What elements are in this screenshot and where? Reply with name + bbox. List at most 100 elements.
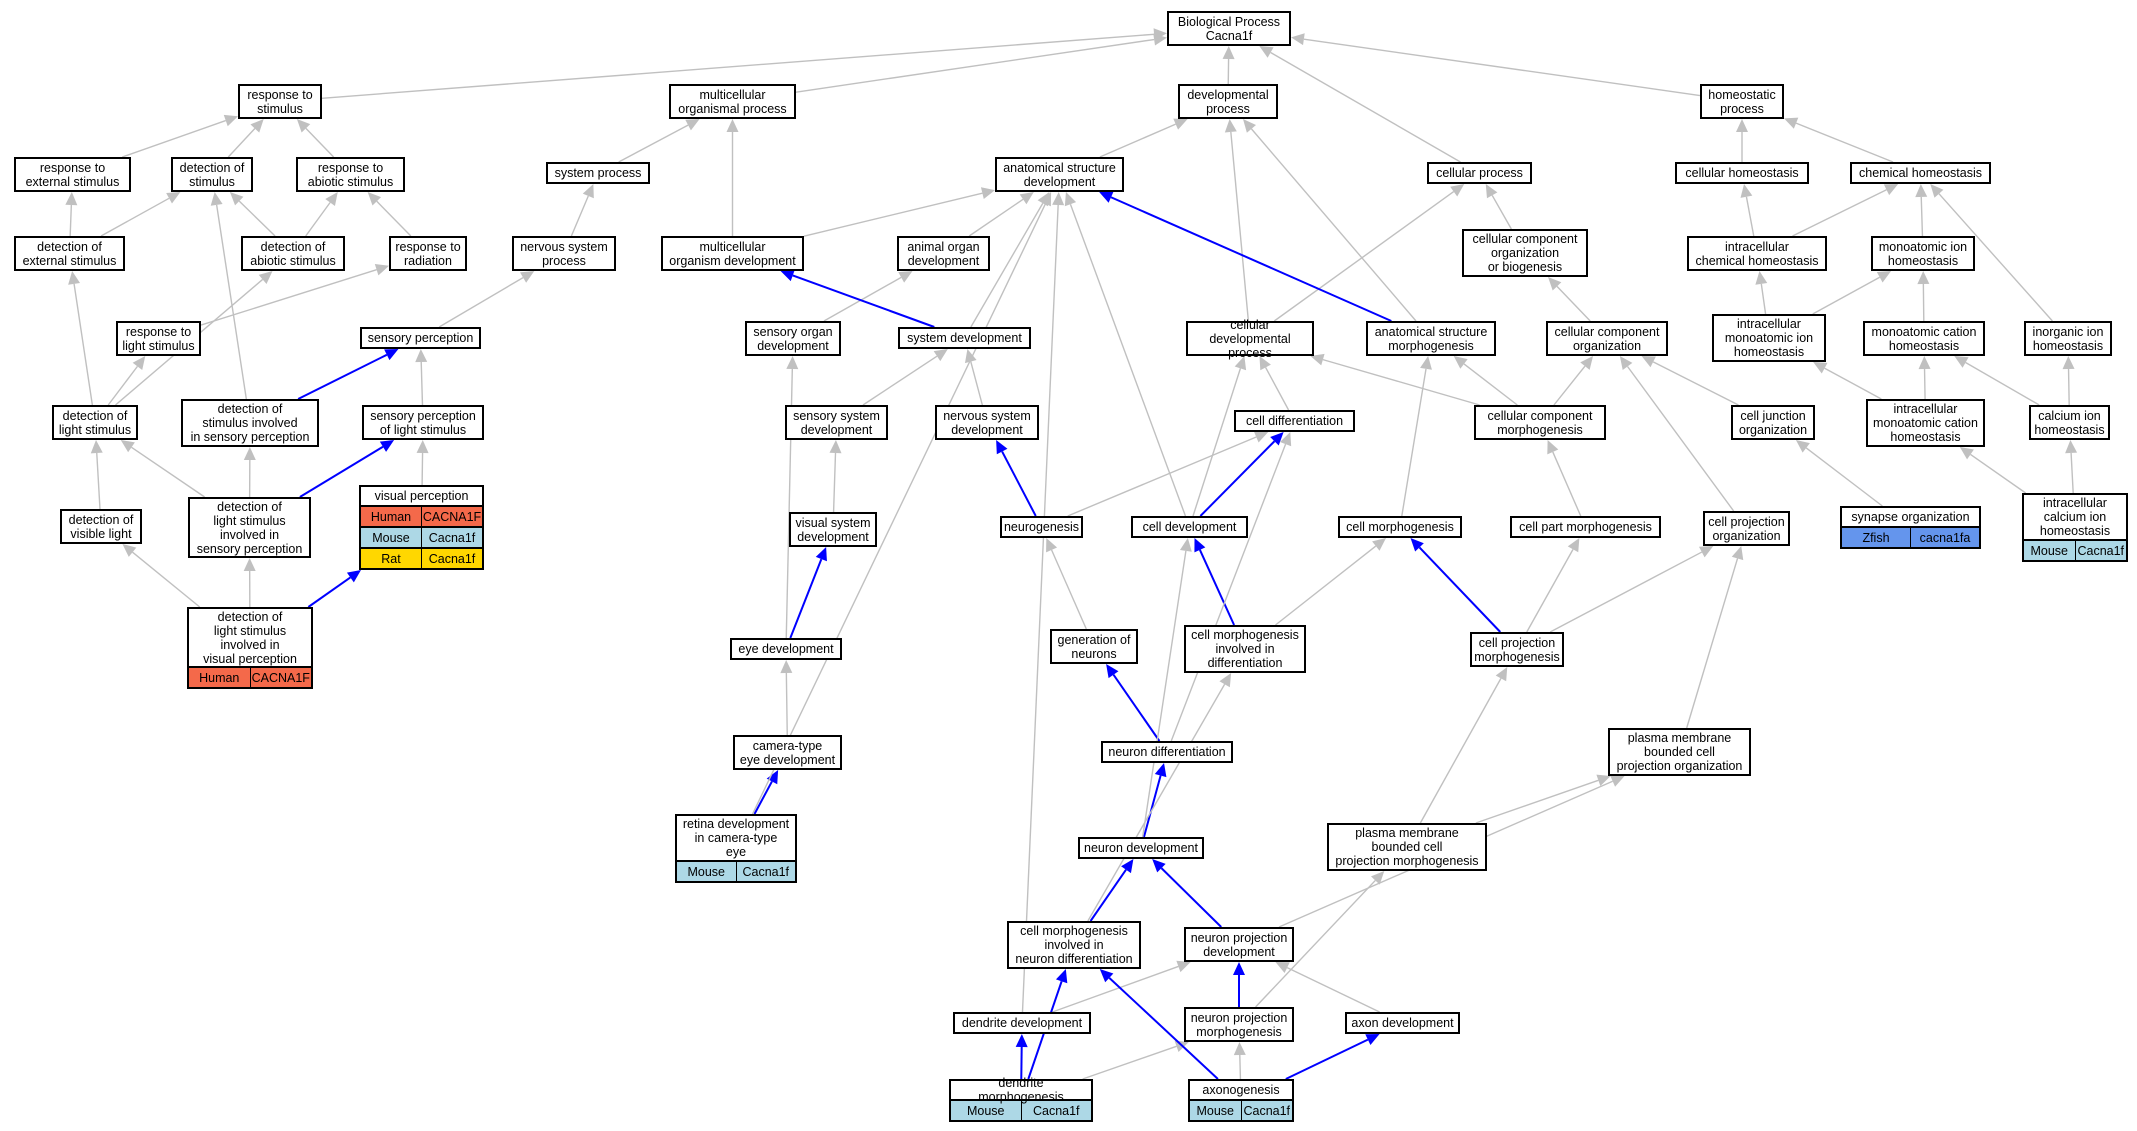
go-term-det-abio[interactable]: detection of abiotic stimulus — [241, 236, 345, 271]
ortholog-gene[interactable]: CACNA1F — [249, 668, 312, 687]
go-term-det-light[interactable]: detection of light stimulus — [52, 405, 138, 440]
go-term-label: sensory system development — [785, 405, 888, 440]
go-term-cell-dev[interactable]: cell development — [1131, 516, 1248, 538]
go-term-cell-homeo[interactable]: cellular homeostasis — [1675, 162, 1809, 184]
go-term-sens-sys-dev[interactable]: sensory system development — [785, 405, 888, 440]
go-term-resp-rad[interactable]: response to radiation — [389, 236, 467, 271]
go-term-resp-ext[interactable]: response to external stimulus — [14, 157, 131, 192]
go-term-cco[interactable]: cellular component organization — [1546, 321, 1668, 356]
go-term-label: detection of stimulus involved in sensor… — [181, 399, 319, 447]
ortholog-gene[interactable]: Cacna1f — [1240, 1101, 1293, 1120]
go-term-resp-stim[interactable]: response to stimulus — [238, 84, 322, 119]
edge-axon-dev-to-np-dev — [1286, 966, 1380, 1013]
go-term-pm-org[interactable]: plasma membrane bounded cell projection … — [1608, 728, 1751, 776]
go-term-root[interactable]: Biological Process Cacna1f — [1167, 11, 1291, 46]
edge-neur-dev-to-neur-diff — [1143, 775, 1162, 838]
edge-ns-dev-to-sys-dev — [970, 361, 984, 406]
edge-det-abio-to-det-stim — [238, 200, 276, 237]
go-term-mono-cat[interactable]: monoatomic cation homeostasis — [1863, 321, 1985, 356]
go-term-neurogen[interactable]: neurogenesis — [1000, 516, 1083, 538]
go-term-dev-proc[interactable]: developmental process — [1178, 84, 1278, 119]
go-term-sens-perc[interactable]: sensory perception — [360, 327, 481, 349]
go-term-det-light-sens[interactable]: detection of light stimulus involved in … — [188, 497, 311, 558]
go-term-animal-org[interactable]: animal organ development — [897, 236, 990, 271]
edge-neur-diff-to-cell-diff — [1170, 443, 1287, 742]
go-term-np-dev[interactable]: neuron projection development — [1184, 927, 1294, 962]
go-term-neur-dev[interactable]: neuron development — [1078, 837, 1204, 859]
go-term-cc-morph[interactable]: cellular component morphogenesis — [1474, 405, 1606, 440]
go-term-cell-part-morph[interactable]: cell part morphogenesis — [1510, 516, 1661, 538]
go-term-ic-mono-ion[interactable]: intracellular monoatomic ion homeostasis — [1712, 314, 1826, 362]
edge-resp-abio-to-resp-stim — [305, 127, 335, 158]
go-term-resp-light[interactable]: response to light stimulus — [116, 321, 201, 356]
go-term-sens-perc-light[interactable]: sensory perception of light stimulus — [362, 405, 484, 440]
go-term-cm-neur[interactable]: cell morphogenesis involved in neuron di… — [1007, 921, 1141, 969]
go-term-cell-proj-morph[interactable]: cell projection morphogenesis — [1470, 632, 1564, 667]
go-term-sens-org[interactable]: sensory organ development — [745, 321, 841, 356]
go-term-det-ext[interactable]: detection of external stimulus — [14, 236, 125, 271]
go-term-label: homeostatic process — [1700, 84, 1784, 119]
go-term-sys-proc[interactable]: system process — [546, 162, 650, 184]
go-term-ns-dev[interactable]: nervous system development — [935, 405, 1039, 440]
go-term-dend-dev[interactable]: dendrite development — [953, 1012, 1091, 1034]
go-term-cam-eye[interactable]: camera-type eye development — [733, 735, 842, 770]
edge-axonogen-to-np-morph — [1239, 1054, 1242, 1080]
edge-arrowhead — [780, 660, 793, 674]
go-term-cell-devp[interactable]: cellular developmental process — [1186, 318, 1314, 360]
edge-cam-eye-to-eye-dev — [785, 672, 788, 736]
go-term-det-stim[interactable]: detection of stimulus — [171, 157, 253, 192]
ortholog-gene[interactable]: Cacna1f — [421, 549, 482, 568]
go-term-neur-diff[interactable]: neuron differentiation — [1101, 741, 1233, 763]
go-term-anat-morph[interactable]: anatomical structure morphogenesis — [1366, 321, 1496, 356]
go-term-cell-proc[interactable]: cellular process — [1427, 162, 1532, 184]
go-term-label: anatomical structure morphogenesis — [1366, 321, 1496, 356]
go-term-label: dendrite development — [953, 1012, 1091, 1034]
go-term-gen-neur[interactable]: generation of neurons — [1050, 629, 1138, 664]
go-term-cell-proj-org[interactable]: cell projection organization — [1703, 511, 1790, 546]
go-term-ic-chem[interactable]: intracellular chemical homeostasis — [1687, 236, 1827, 271]
edge-arrowhead — [1420, 356, 1432, 370]
go-term-cm-diff[interactable]: cell morphogenesis involved in different… — [1184, 625, 1306, 673]
edge-arrowhead — [415, 349, 428, 363]
go-term-ns-proc[interactable]: nervous system process — [512, 236, 616, 271]
ortholog-gene[interactable]: Cacna1f — [1020, 1101, 1092, 1120]
edge-homeo-proc-to-root — [1303, 38, 1701, 97]
go-term-np-morph[interactable]: neuron projection morphogenesis — [1184, 1007, 1294, 1042]
go-term-cell-morph[interactable]: cell morphogenesis — [1338, 516, 1462, 538]
ortholog-gene[interactable]: CACNA1F — [421, 507, 482, 526]
go-term-sys-dev[interactable]: system development — [898, 327, 1031, 349]
go-term-ca-ion[interactable]: calcium ion homeostasis — [2029, 405, 2110, 440]
go-term-label: neurogenesis — [1000, 516, 1083, 538]
go-term-det-light-vis[interactable]: detection of light stimulus involved in … — [187, 607, 313, 689]
go-term-vis-sys-dev[interactable]: visual system development — [789, 512, 877, 547]
ortholog-gene[interactable]: cacna1fa — [1910, 528, 1979, 547]
go-term-det-stim-sens[interactable]: detection of stimulus involved in sensor… — [181, 399, 319, 447]
go-term-chem-homeo[interactable]: chemical homeostasis — [1850, 162, 1991, 184]
edge-ccob-to-cell-proc — [1491, 194, 1512, 230]
go-term-resp-abio[interactable]: response to abiotic stimulus — [296, 157, 405, 192]
go-term-cell-junc[interactable]: cell junction organization — [1731, 405, 1815, 440]
go-term-multi-dev[interactable]: multicellular organism development — [661, 236, 804, 271]
go-term-cell-diff[interactable]: cell differentiation — [1234, 410, 1355, 432]
go-term-ic-mono-cat[interactable]: intracellular monoatomic cation homeosta… — [1866, 399, 1985, 447]
go-term-mono-ion[interactable]: monoatomic ion homeostasis — [1871, 236, 1975, 271]
go-term-multi-proc[interactable]: multicellular organismal process — [669, 84, 796, 119]
edge-det-light-vis-to-det-vis — [132, 551, 201, 608]
go-term-ccob[interactable]: cellular component organization or bioge… — [1462, 229, 1588, 277]
ortholog-gene[interactable]: Cacna1f — [735, 862, 796, 881]
go-term-pm-morph[interactable]: plasma membrane bounded cell projection … — [1327, 823, 1487, 871]
go-term-det-vis[interactable]: detection of visible light — [60, 509, 142, 544]
go-term-eye-dev[interactable]: eye development — [730, 638, 842, 660]
go-term-axon-dev[interactable]: axon development — [1345, 1012, 1460, 1034]
go-term-anat-dev[interactable]: anatomical structure development — [995, 157, 1124, 192]
go-term-homeo-proc[interactable]: homeostatic process — [1700, 84, 1784, 119]
ortholog-gene[interactable]: Cacna1f — [2074, 541, 2127, 560]
ortholog-gene[interactable]: Cacna1f — [421, 528, 482, 547]
go-term-inorg-ion[interactable]: inorganic ion homeostasis — [2024, 321, 2112, 356]
